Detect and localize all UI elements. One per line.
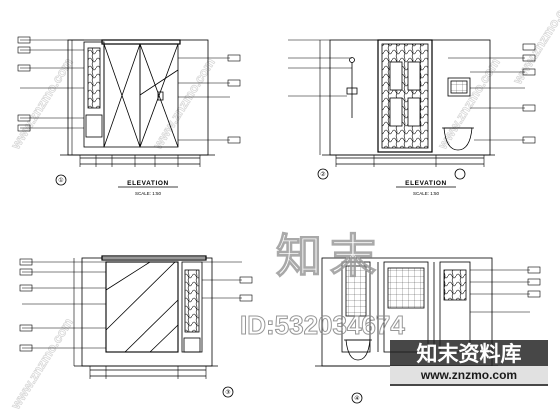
scale-note-1: SCALE: 1:50 xyxy=(135,191,162,196)
scale-note-2: SCALE: 1:50 xyxy=(413,191,440,196)
elevation-mark-4: ④ xyxy=(354,395,359,402)
drawing-title-1: ELEVATION xyxy=(127,180,169,187)
elevation-panel-3 xyxy=(19,255,253,398)
panel-3-labels: ③ xyxy=(225,389,230,396)
watermark-brand-cn: 知末资料库 xyxy=(417,342,522,366)
drawing-title-2: ELEVATION xyxy=(405,180,447,187)
elevation-panel-1 xyxy=(17,36,241,186)
elevation-mark-2: ② xyxy=(320,171,325,178)
elevation-panel-2 xyxy=(288,39,536,180)
svg-text:www.znzmo.com: www.znzmo.com xyxy=(7,55,75,152)
panel-2-labels: ② ELEVATION SCALE: 1:50 xyxy=(320,171,456,196)
svg-text:www.znzmo.com: www.znzmo.com xyxy=(434,55,502,152)
panel-4-labels: ④ xyxy=(354,395,359,402)
watermark-id: ID:532034674 xyxy=(240,310,406,341)
elevation-panel-4 xyxy=(315,257,541,404)
watermark-brand-url: www.znzmo.com xyxy=(420,368,517,382)
watermark-brand-badge: 知末资料库 www.znzmo.com xyxy=(390,340,548,386)
svg-text:www.znzmo.com: www.znzmo.com xyxy=(149,55,217,152)
elevation-mark-1: ① xyxy=(58,177,63,184)
panel-1-labels: ① ELEVATION SCALE: 1:50 xyxy=(58,177,178,196)
svg-text:www.znzmo.com: www.znzmo.com xyxy=(7,315,75,412)
watermark-id-text: ID:532034674 xyxy=(240,310,405,340)
watermark-logo-text: 知末 xyxy=(276,229,384,283)
elevation-mark-3: ③ xyxy=(225,389,230,396)
watermark-logo: 知末 xyxy=(275,228,384,283)
